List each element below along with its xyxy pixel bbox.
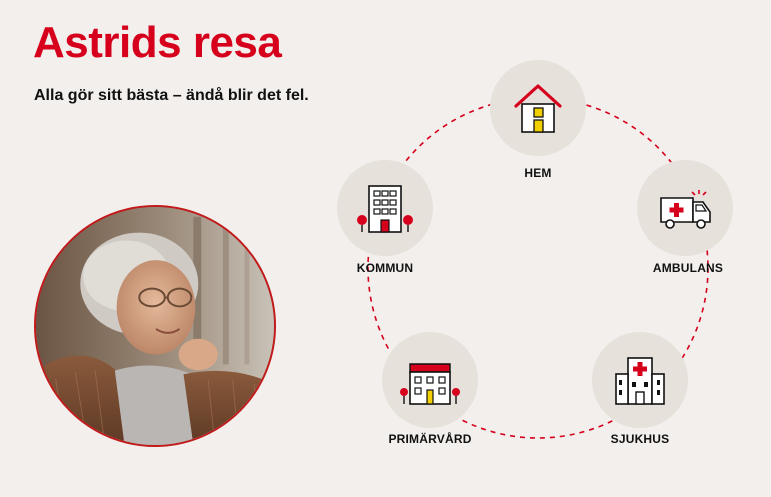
- portrait-photo: [34, 205, 276, 447]
- node-ambulans: [637, 160, 733, 256]
- node-primarvard: [382, 332, 478, 428]
- label-sjukhus: SJUKHUS: [610, 432, 670, 446]
- node-sjukhus: [592, 332, 688, 428]
- hospital-icon: [615, 357, 665, 405]
- municipal-building-icon: [357, 185, 413, 233]
- page-title: Astrids resa: [33, 18, 282, 67]
- label-primarvard: PRIMÄRVÅRD: [388, 432, 472, 446]
- ambulance-icon: [660, 190, 711, 229]
- label-hem: HEM: [524, 166, 552, 180]
- node-hem: [490, 60, 586, 156]
- label-kommun: KOMMUN: [356, 261, 414, 275]
- node-kommun: [337, 160, 433, 256]
- house-icon: [514, 84, 562, 133]
- page-subtitle: Alla gör sitt bästa – ändå blir det fel.: [34, 87, 309, 104]
- elderly-woman-photo: [36, 207, 274, 445]
- label-ambulans: AMBULANS: [652, 261, 724, 275]
- health-center-icon: [400, 363, 460, 405]
